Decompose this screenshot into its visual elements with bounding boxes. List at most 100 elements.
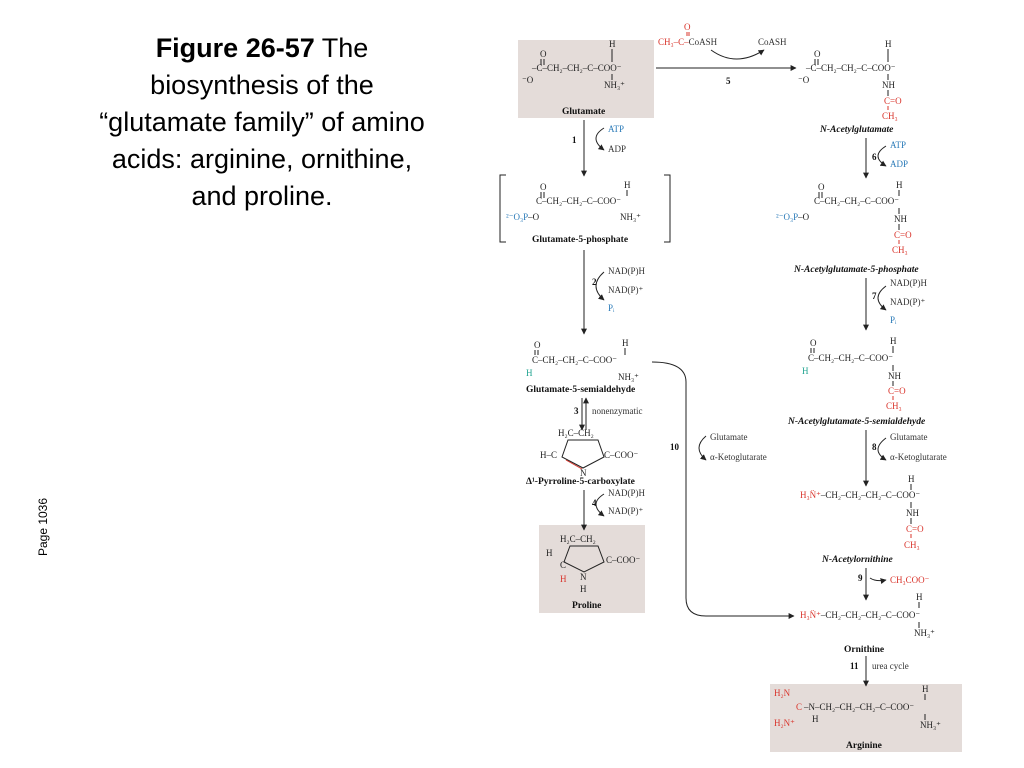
s11-label: urea cycle bbox=[872, 661, 909, 671]
svg-text:N: N bbox=[580, 468, 587, 478]
step-2-label: 2 bbox=[592, 277, 597, 287]
pyrroline-5-carboxylate-structure: H₂C–CH₂ H–C C–COO⁻ N bbox=[540, 428, 639, 478]
svg-text:H₂N: H₂N bbox=[774, 688, 791, 698]
s9-out: CH₃COO⁻ bbox=[890, 575, 930, 585]
compound-label-n-acetylglutamate-5-semialdehyde: N-Acetylglutamate-5-semialdehyde bbox=[787, 417, 926, 427]
s6-out: ADP bbox=[890, 159, 908, 169]
svg-text:NH: NH bbox=[888, 371, 901, 381]
figure-caption: Figure 26-57 The biosynthesis of the “gl… bbox=[92, 30, 432, 215]
s2-pi: Pᵢ bbox=[608, 303, 615, 313]
svg-text:O: O bbox=[534, 340, 541, 350]
svg-text:C–CH₂–CH₂–C–COO⁻: C–CH₂–CH₂–C–COO⁻ bbox=[814, 196, 899, 206]
svg-text:H: H bbox=[896, 180, 903, 190]
svg-text:H: H bbox=[609, 39, 616, 49]
step-6-label: 6 bbox=[872, 152, 877, 162]
svg-text:C–CH₂–CH₂–C–COO⁻: C–CH₂–CH₂–C–COO⁻ bbox=[532, 355, 617, 365]
svg-text:C–COO⁻: C–COO⁻ bbox=[606, 555, 641, 565]
compound-label-n-acetylornithine: N-Acetylornithine bbox=[821, 555, 894, 565]
svg-text:NH₃⁺: NH₃⁺ bbox=[914, 628, 935, 638]
compound-label-glutamate: Glutamate bbox=[562, 107, 605, 117]
svg-text:⁻O: ⁻O bbox=[522, 75, 534, 85]
svg-text:C=O: C=O bbox=[884, 96, 902, 106]
step-5-label: 5 bbox=[726, 76, 731, 86]
s2-out: NAD(P)⁺ bbox=[608, 285, 643, 295]
compound-label-n-acetylglutamate: N-Acetylglutamate bbox=[819, 125, 894, 135]
s6-in: ATP bbox=[890, 140, 906, 150]
n-acetylornithine-structure: H H₃N̈⁺–CH₂–CH₂–CH₂–C–COO⁻ NH C=O CH₃ bbox=[800, 474, 924, 550]
compound-label-ornithine: Ornithine bbox=[844, 645, 884, 655]
s10-out: α-Ketoglutarate bbox=[710, 452, 767, 462]
svg-text:H: H bbox=[580, 584, 587, 594]
arginine-highlight bbox=[770, 684, 962, 752]
svg-text:O: O bbox=[540, 49, 547, 59]
s5-out: CoASH bbox=[758, 37, 787, 47]
s10-in: Glutamate bbox=[710, 432, 748, 442]
svg-text:H: H bbox=[622, 338, 629, 348]
svg-text:H: H bbox=[916, 592, 923, 602]
s1-out: ADP bbox=[608, 144, 626, 154]
step-4-label: 4 bbox=[592, 498, 597, 508]
s1-in: ATP bbox=[608, 124, 624, 134]
svg-text:CH₃: CH₃ bbox=[892, 245, 908, 255]
svg-text:H: H bbox=[908, 474, 915, 484]
s8-in: Glutamate bbox=[890, 432, 928, 442]
compound-label-proline: Proline bbox=[572, 601, 601, 611]
svg-text:NH₃⁺: NH₃⁺ bbox=[604, 80, 625, 90]
pathway-diagram: O –C–CH₂–CH₂–C–COO⁻ H NH₃⁺ ⁻O Glutamate … bbox=[499, 22, 962, 752]
svg-text:C–CH₂–CH₂–C–COO⁻: C–CH₂–CH₂–C–COO⁻ bbox=[808, 353, 893, 363]
svg-text:H–C: H–C bbox=[540, 450, 557, 460]
svg-text:H: H bbox=[546, 548, 553, 558]
svg-text:NH: NH bbox=[882, 80, 895, 90]
glutamate-highlight bbox=[518, 40, 654, 118]
svg-text:NH₃⁺: NH₃⁺ bbox=[920, 720, 941, 730]
s3-label: nonenzymatic bbox=[592, 406, 642, 416]
svg-text:NH₃⁺: NH₃⁺ bbox=[618, 372, 639, 382]
step-11-label: 11 bbox=[850, 661, 859, 671]
svg-text:H₃N̈⁺–CH₂–CH₂–CH₂–C–COO⁻: H₃N̈⁺–CH₂–CH₂–CH₂–C–COO⁻ bbox=[800, 490, 920, 500]
svg-text:H: H bbox=[526, 368, 533, 378]
svg-text:C–COO⁻: C–COO⁻ bbox=[604, 450, 639, 460]
s4-out: NAD(P)⁺ bbox=[608, 506, 643, 516]
svg-text:H: H bbox=[890, 336, 897, 346]
step-10-label: 10 bbox=[670, 442, 680, 452]
svg-text:C=O: C=O bbox=[906, 524, 924, 534]
svg-text:H: H bbox=[922, 684, 929, 694]
n-acetylglutamate-5-phosphate-structure: O C–CH₂–CH₂–C–COO⁻ H NH C=O CH₃ ²⁻O₃P–O bbox=[776, 180, 912, 255]
svg-text:O: O bbox=[540, 182, 547, 192]
glutamate-5-semialdehyde-structure: O C–CH₂–CH₂–C–COO⁻ H NH₃⁺ H bbox=[526, 338, 639, 382]
svg-text:H: H bbox=[802, 366, 809, 376]
compound-label-glutamate-5-semialdehyde: Glutamate-5-semialdehyde bbox=[526, 385, 635, 395]
svg-text:CH₃: CH₃ bbox=[904, 540, 920, 550]
glutamate-5-phosphate-structure: O C–CH₂–CH₂–C–COO⁻ H NH₃⁺ ²⁻O₃P–O bbox=[499, 174, 671, 243]
svg-text:H₃N̈⁺–CH₂–CH₂–CH₂–C–COO⁻: H₃N̈⁺–CH₂–CH₂–CH₂–C–COO⁻ bbox=[800, 610, 920, 620]
svg-text:²⁻O₃P–O: ²⁻O₃P–O bbox=[776, 212, 810, 222]
compound-label-arginine: Arginine bbox=[846, 741, 882, 751]
compound-label-glutamate-5-phosphate: Glutamate-5-phosphate bbox=[532, 235, 628, 245]
svg-text:C–CH₂–CH₂–C–COO⁻: C–CH₂–CH₂–C–COO⁻ bbox=[536, 196, 621, 206]
glutamate-structure: O –C–CH₂–CH₂–C–COO⁻ H NH₃⁺ ⁻O bbox=[522, 39, 625, 90]
svg-text:C=O: C=O bbox=[894, 230, 912, 240]
svg-text:H₂C–CH₂: H₂C–CH₂ bbox=[560, 534, 596, 544]
proline-structure: H₂C–CH₂ H C H C–COO⁻ N H bbox=[546, 534, 641, 594]
svg-text:⁻O: ⁻O bbox=[798, 75, 810, 85]
step-5-cofactors: O CH₃–C–CoASH CoASH bbox=[658, 22, 787, 60]
figure-caption-text: The biosynthesis of the “glutamate famil… bbox=[99, 33, 425, 211]
s2-in: NAD(P)H bbox=[608, 266, 645, 276]
svg-text:–N–CH₂–CH₂–CH₂–C–COO⁻: –N–CH₂–CH₂–CH₂–C–COO⁻ bbox=[803, 702, 914, 712]
step-3-label: 3 bbox=[574, 406, 579, 416]
step-1-label: 1 bbox=[572, 135, 577, 145]
figure-number: Figure 26-57 bbox=[155, 33, 315, 63]
svg-text:CH₃: CH₃ bbox=[882, 111, 898, 121]
s4-in: NAD(P)H bbox=[608, 488, 645, 498]
svg-text:–C–CH₂–CH₂–C–COO⁻: –C–CH₂–CH₂–C–COO⁻ bbox=[805, 63, 896, 73]
svg-text:H₂N⁺: H₂N⁺ bbox=[774, 718, 795, 728]
svg-text:H: H bbox=[812, 714, 819, 724]
n-acetylglutamate-5-semialdehyde-structure: O C–CH₂–CH₂–C–COO⁻ H NH C=O CH₃ H bbox=[802, 336, 906, 411]
step-8-label: 8 bbox=[872, 442, 877, 452]
svg-text:O: O bbox=[818, 182, 825, 192]
svg-text:C: C bbox=[796, 702, 802, 712]
svg-text:CH₃: CH₃ bbox=[886, 401, 902, 411]
svg-text:C=O: C=O bbox=[888, 386, 906, 396]
svg-text:C: C bbox=[560, 560, 566, 570]
compound-label-pyrroline-5-carboxylate: Δ¹-Pyrroline-5-carboxylate bbox=[526, 477, 635, 487]
